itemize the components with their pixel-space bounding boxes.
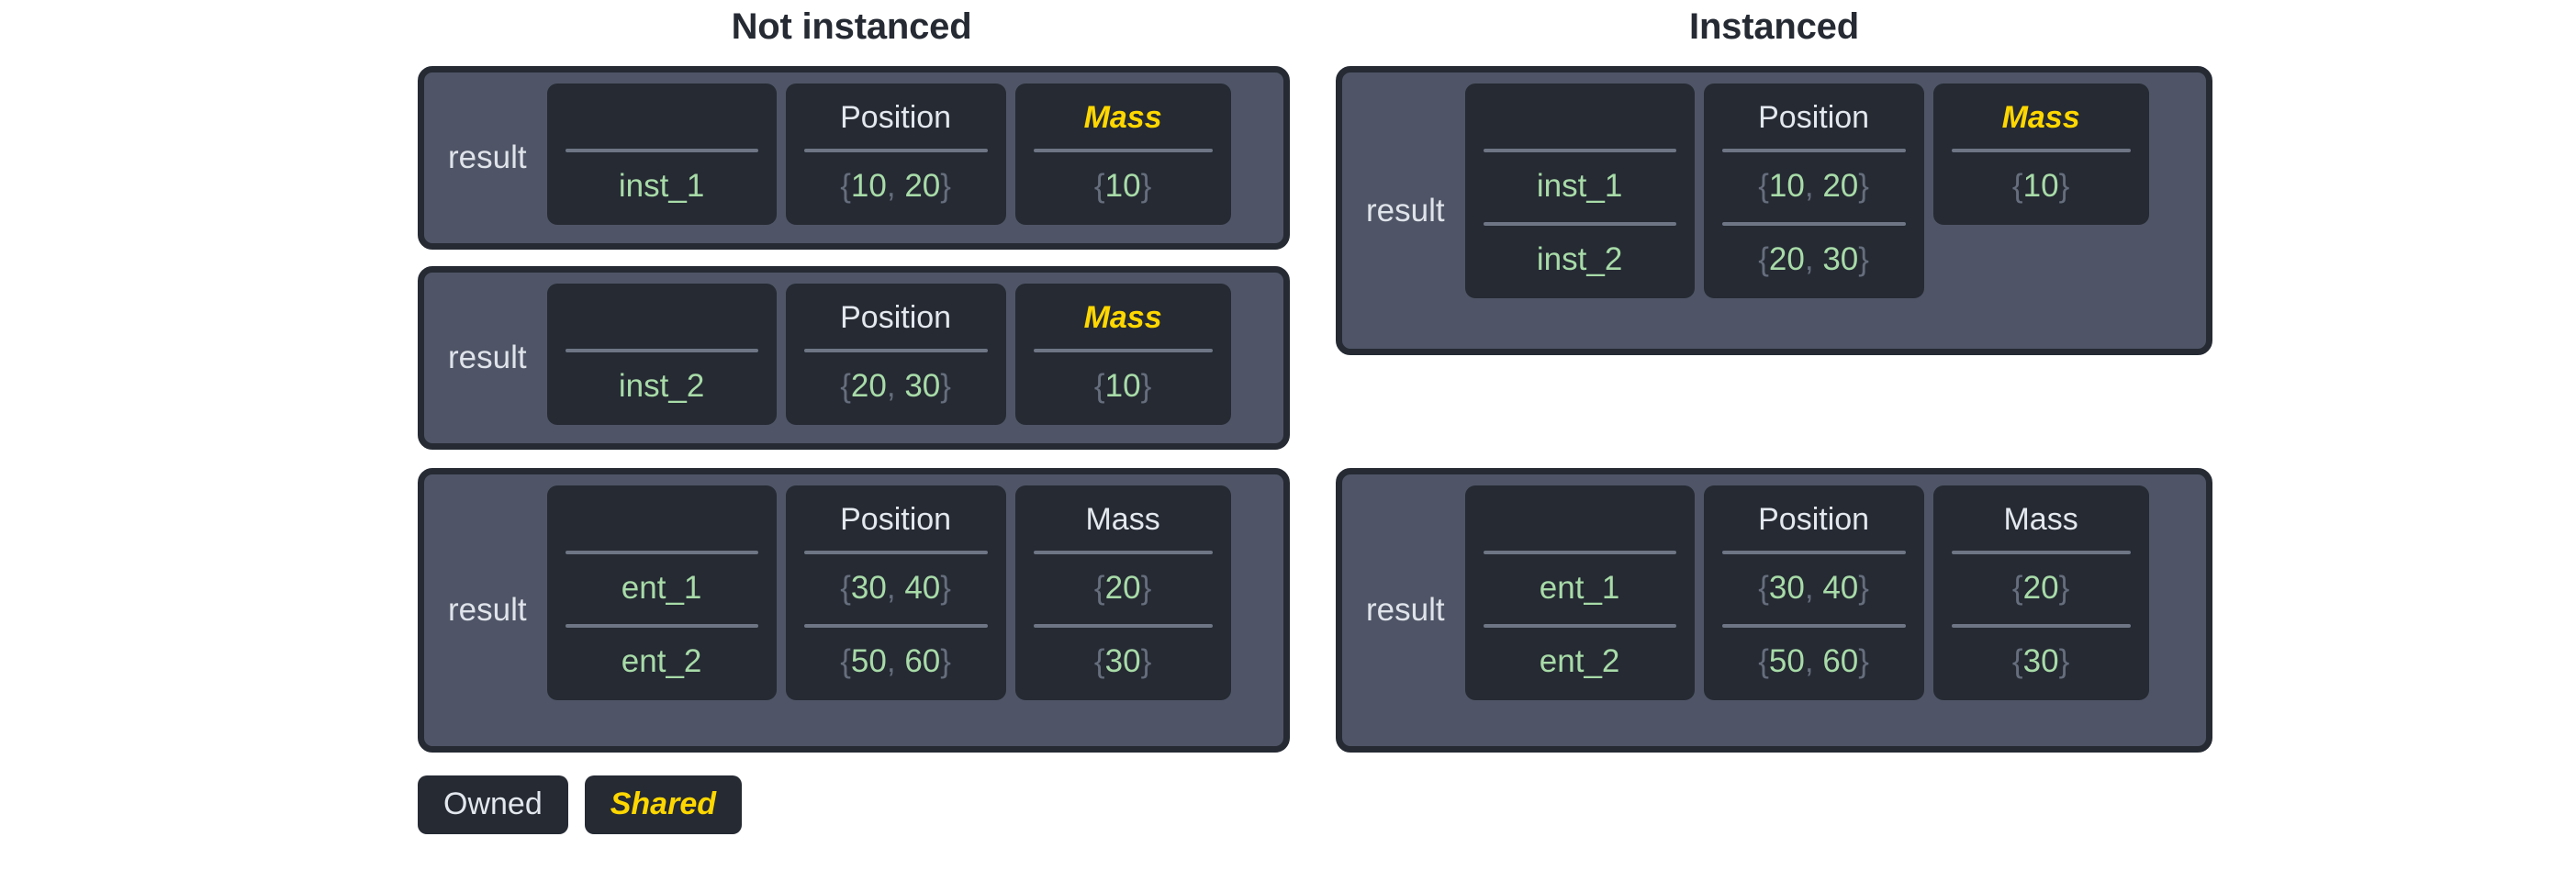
- row-divider: [1951, 551, 2131, 554]
- table-cell: {50, 60}: [840, 643, 951, 679]
- row-divider: [1951, 149, 2131, 152]
- table-column-mass: Mass {10}: [1932, 84, 2149, 225]
- table-cell: {10, 20}: [840, 168, 951, 204]
- table-column-mass: Mass {20} {30}: [1014, 485, 1231, 700]
- table-column-position: Position {20, 30}: [785, 284, 1006, 425]
- table-panel-not-instanced-2: result inst_2 Position {20, 30} Mass {10}: [418, 266, 1290, 450]
- table-cell: inst_1: [1536, 168, 1623, 204]
- row-divider: [565, 551, 758, 554]
- table-column-name: inst_1: [546, 84, 777, 225]
- table-cell: ent_1: [621, 570, 702, 606]
- row-divider: [565, 624, 758, 628]
- table-column-position: Position {10, 20}: [785, 84, 1006, 225]
- table-cell: ent_1: [1539, 570, 1620, 606]
- table-cell: ent_2: [621, 643, 702, 679]
- row-divider: [803, 551, 988, 554]
- table-column-mass: Mass {10}: [1014, 284, 1231, 425]
- table-panel-not-instanced-3: result ent_1 ent_2 Position {30, 40} {50, 60…: [418, 468, 1290, 753]
- table-column-name: inst_2: [546, 284, 777, 425]
- column-header: [547, 93, 777, 140]
- table-column-name: inst_1 inst_2: [1464, 84, 1695, 298]
- row-divider: [1721, 551, 1906, 554]
- table-column-position: Position {30, 40} {50, 60}: [1703, 485, 1924, 700]
- row-divider: [565, 349, 758, 352]
- column-header: [547, 495, 777, 542]
- table-cell: {10}: [1093, 168, 1152, 204]
- table-cell: {30, 40}: [840, 570, 951, 606]
- column-header: Position: [1758, 502, 1870, 537]
- table-cell: {20, 30}: [840, 368, 951, 404]
- table-cell: {30, 40}: [1758, 570, 1869, 606]
- row-divider: [1033, 624, 1213, 628]
- column-header: Mass: [1083, 300, 1162, 335]
- row-divider: [1483, 149, 1676, 152]
- table-cell: {20, 30}: [1758, 241, 1869, 277]
- legend-chip-shared: Shared: [584, 775, 742, 834]
- table-column-position: Position {30, 40} {50, 60}: [785, 485, 1006, 700]
- table-cell: inst_1: [618, 168, 705, 204]
- row-divider: [1033, 149, 1213, 152]
- row-divider: [1033, 349, 1213, 352]
- row-divider: [1721, 149, 1906, 152]
- panel-label: result: [448, 592, 527, 628]
- column-header: [1465, 93, 1695, 140]
- row-divider: [1033, 551, 1213, 554]
- row-divider: [1951, 624, 2131, 628]
- table-cell: {10, 20}: [1758, 168, 1869, 204]
- table-cell: {10}: [2011, 168, 2070, 204]
- panel-label: result: [1366, 592, 1445, 628]
- panel-label: result: [1366, 192, 1445, 229]
- row-divider: [1721, 624, 1906, 628]
- table-cell: {10}: [1093, 368, 1152, 404]
- row-divider: [803, 624, 988, 628]
- table-column-mass: Mass {20} {30}: [1932, 485, 2149, 700]
- row-divider: [1483, 222, 1676, 226]
- column-header: Mass: [2003, 502, 2078, 537]
- column-header: Position: [840, 502, 952, 537]
- table-cell: inst_2: [618, 368, 705, 404]
- legend: Owned Shared: [418, 775, 742, 834]
- column-header: Position: [840, 300, 952, 335]
- column-header: Position: [840, 100, 952, 135]
- table-column-position: Position {10, 20} {20, 30}: [1703, 84, 1924, 298]
- table-panel-instanced-1: result inst_1 inst_2 Position {10, 20} {20, …: [1336, 66, 2212, 355]
- column-header: [1465, 495, 1695, 542]
- table-column-name: ent_1 ent_2: [1464, 485, 1695, 700]
- table-column-mass: Mass {10}: [1014, 84, 1231, 225]
- panel-label: result: [448, 340, 527, 375]
- column-header: [547, 293, 777, 340]
- column-header: Position: [1758, 100, 1870, 135]
- row-divider: [803, 149, 988, 152]
- row-divider: [1483, 624, 1676, 628]
- row-divider: [1721, 222, 1906, 226]
- table-cell: {30}: [1093, 643, 1152, 679]
- panel-label: result: [448, 139, 527, 175]
- column-header: Mass: [1085, 502, 1160, 537]
- table-cell: {30}: [2011, 643, 2070, 679]
- table-cell: {20}: [2011, 570, 2070, 606]
- table-panel-instanced-2: result ent_1 ent_2 Position {30, 40} {50, 60…: [1336, 468, 2212, 753]
- table-cell: {50, 60}: [1758, 643, 1869, 679]
- row-divider: [803, 349, 988, 352]
- column-header: Mass: [1083, 100, 1162, 135]
- row-divider: [1483, 551, 1676, 554]
- row-divider: [565, 149, 758, 152]
- table-cell: ent_2: [1539, 643, 1620, 679]
- table-column-name: ent_1 ent_2: [546, 485, 777, 700]
- legend-chip-owned: Owned: [418, 775, 568, 834]
- heading-instanced: Instanced: [1689, 6, 1859, 47]
- table-panel-not-instanced-1: result inst_1 Position {10, 20} Mass {10}: [418, 66, 1290, 250]
- heading-not-instanced: Not instanced: [731, 6, 972, 47]
- column-header: Mass: [2001, 100, 2080, 135]
- table-cell: {20}: [1093, 570, 1152, 606]
- table-cell: inst_2: [1536, 241, 1623, 277]
